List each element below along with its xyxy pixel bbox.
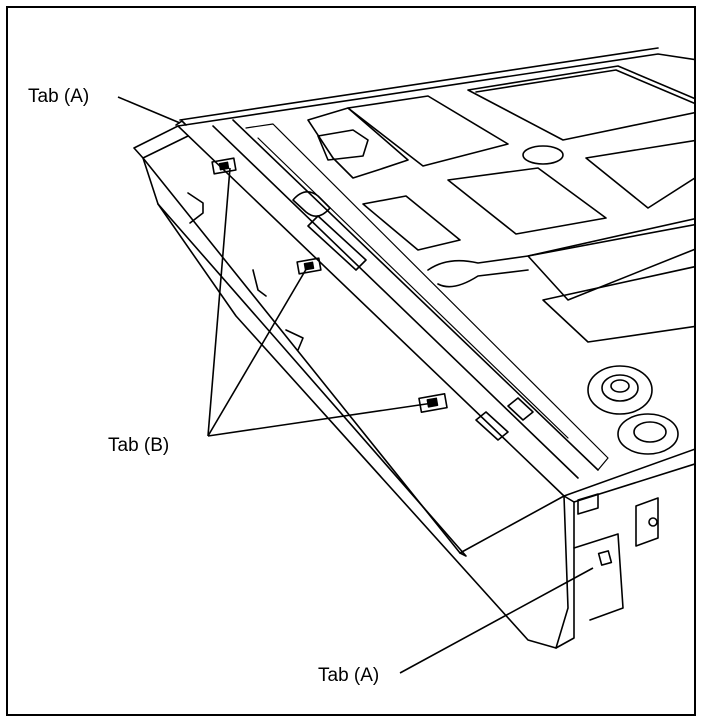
- slot-3: [507, 397, 534, 421]
- front-rail-edge: [157, 203, 467, 557]
- leader-tab-b-1: [207, 167, 231, 437]
- tab-a-top-label: Tab (A): [28, 86, 90, 107]
- tab-a-upper: [175, 120, 187, 126]
- rail-step-2: [252, 269, 267, 297]
- pad-center: [447, 167, 607, 235]
- bracket-post: [635, 497, 659, 547]
- screw-boss: [587, 365, 653, 415]
- round-boss: [617, 413, 679, 455]
- pad-lower-right: [542, 266, 694, 343]
- front-rail-underside: [142, 157, 569, 649]
- tab-b-upper: [211, 157, 237, 175]
- bracket-slot: [577, 493, 599, 515]
- front-rail: [133, 125, 565, 554]
- pad-mid-left: [362, 195, 461, 251]
- pad-right: [585, 139, 694, 209]
- slot-2: [307, 215, 367, 271]
- rail-groove-slot: [245, 123, 609, 471]
- tray-illustration: [117, 47, 694, 674]
- pad-small-left: [317, 129, 369, 161]
- pad-top-right: [467, 65, 694, 141]
- rail-step-3: [285, 329, 304, 351]
- slot-1: [292, 191, 331, 217]
- tab-a-lower-window: [597, 550, 613, 566]
- diagram-frame: Tab (A) Tab (B) Tab (A): [6, 6, 696, 716]
- leader-tab-a-top: [117, 96, 181, 124]
- tab-b-label: Tab (B): [108, 435, 170, 456]
- bracket-rivet: [648, 517, 658, 527]
- rail-step-1: [187, 192, 204, 224]
- rail-groove-outer: [212, 125, 579, 479]
- leader-tab-a-bottom: [399, 567, 594, 674]
- leader-tab-b-3: [207, 402, 434, 437]
- leader-tab-b-2: [207, 265, 309, 437]
- pad-top-right-inner: [475, 69, 694, 105]
- cross-channel: [427, 218, 694, 271]
- side-bracket: [555, 495, 575, 649]
- cross-channel-2: [437, 269, 529, 288]
- plate-top-thickness: [179, 47, 659, 121]
- tab-a-bottom-label: Tab (A): [318, 665, 380, 686]
- rail-groove-slot-2: [257, 137, 569, 439]
- plate-hole: [522, 145, 564, 165]
- slot-4: [475, 411, 509, 441]
- pad-lower-center: [527, 223, 694, 301]
- pad-top-center: [347, 95, 509, 167]
- rail-groove-inner: [232, 119, 599, 471]
